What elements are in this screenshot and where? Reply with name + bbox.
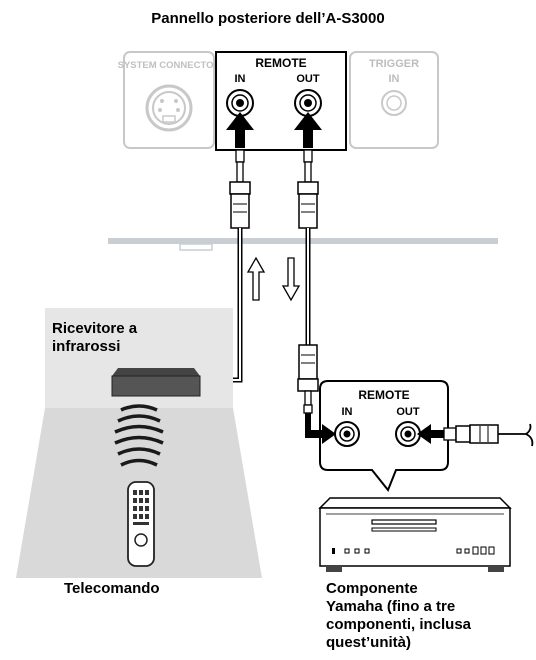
trigger-jack-icon (381, 90, 407, 116)
component-label-line3: componenti, inclusa (326, 616, 472, 633)
component-remote-label: REMOTE (358, 388, 409, 402)
system-connector-icon (145, 84, 193, 132)
component-label-line1: Componente (326, 580, 418, 597)
remote-control-icon (127, 481, 155, 567)
ir-receiver-label: Ricevitore a infrarossi (52, 320, 232, 356)
diagram-title: Pannello posteriore dell’A-S3000 (151, 10, 385, 27)
system-connector-label: SYSTEM CONNECTOR (118, 60, 221, 71)
component-out-cable (443, 423, 534, 447)
remote-control-label: Telecomando (64, 580, 160, 597)
remote-in-jack-icon (226, 89, 254, 117)
arrow-into-in-icon (226, 112, 254, 148)
system-connector-box (123, 51, 215, 149)
component-out-jack-icon (395, 421, 421, 447)
shelf (108, 238, 498, 244)
trigger-in-label: IN (389, 73, 400, 85)
component-remote-callout (319, 380, 449, 492)
ir-signal-waves-icon (114, 404, 164, 467)
signal-down-arrow-icon (281, 257, 301, 302)
trigger-label: TRIGGER (369, 58, 419, 70)
ir-receiver-label-line2: infrarossi (52, 338, 121, 355)
remote-out-jack-icon (294, 89, 322, 117)
component-label: Componente Yamaha (fino a tre componenti… (326, 580, 531, 652)
signal-up-arrow-icon (246, 256, 266, 301)
arrow-into-component-out-icon (417, 424, 444, 444)
remote-panel-label: REMOTE (255, 56, 306, 70)
component-out-label: OUT (396, 406, 420, 418)
component-label-line4: quest’unità) (326, 634, 411, 651)
cable-out-plug (297, 149, 319, 229)
arrow-into-component-in-icon (305, 413, 336, 444)
ir-receiver-icon (111, 368, 201, 397)
ir-receiver-label-line1: Ricevitore a (52, 320, 138, 337)
yamaha-component-icon (318, 497, 512, 572)
arrow-into-out-icon (294, 112, 322, 148)
component-label-line2: Yamaha (fino a tre (326, 598, 456, 615)
remote-out-label: OUT (296, 73, 320, 85)
component-in-label: IN (342, 406, 353, 418)
remote-in-label: IN (235, 73, 246, 85)
component-in-jack-icon (334, 421, 360, 447)
component-in-plug (297, 344, 319, 414)
trigger-box (349, 51, 439, 149)
cable-in-plug (229, 149, 251, 229)
shelf-foot (179, 243, 213, 251)
